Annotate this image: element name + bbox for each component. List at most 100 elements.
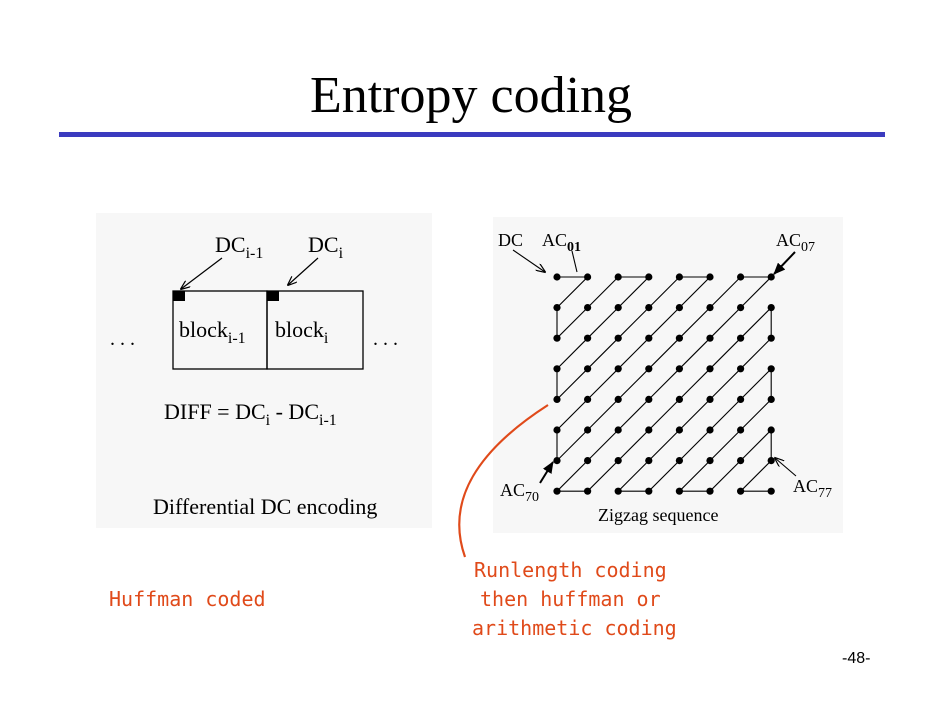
dc-prev-label: DCi-1 <box>215 232 263 262</box>
coefficient-dot <box>645 365 653 373</box>
coefficient-dot <box>645 304 653 312</box>
coefficient-dot <box>645 273 653 281</box>
coefficient-dot <box>645 395 653 403</box>
dc-arrow <box>512 249 545 272</box>
coefficient-dot <box>737 457 745 465</box>
runlength-note-line2: then huffman or <box>480 587 661 611</box>
ac01-label: AC01 <box>542 230 581 255</box>
title-divider <box>59 132 885 137</box>
coefficient-dot <box>706 487 714 495</box>
zigzag-scan-line <box>555 276 773 492</box>
coefficient-dot <box>767 273 775 281</box>
coefficient-dot <box>645 457 653 465</box>
ac07-label: AC07 <box>776 230 815 255</box>
coefficient-dot <box>584 334 592 342</box>
ellipsis-right: . . . <box>373 328 398 350</box>
coefficient-dot <box>706 304 714 312</box>
coefficient-dot <box>706 457 714 465</box>
dc-curr-arrow <box>288 257 319 285</box>
dc-prev-marker <box>173 291 185 301</box>
coefficient-dot <box>614 365 622 373</box>
coefficient-dot <box>675 365 684 373</box>
zigzag-path <box>555 276 773 492</box>
coefficient-dot <box>767 365 775 373</box>
ac01-pointer <box>571 250 578 273</box>
zigzag-coefficients <box>553 273 775 495</box>
coefficient-dot <box>614 273 622 281</box>
ac70-label: AC70 <box>500 480 539 505</box>
coefficient-dot <box>553 273 561 281</box>
coefficient-dot <box>706 273 714 281</box>
dc-curr-label: DCi <box>308 232 344 262</box>
runlength-note-line3: arithmetic coding <box>472 616 677 640</box>
coefficient-dot <box>584 273 592 281</box>
coefficient-dot <box>553 395 561 403</box>
ac07-arrow <box>773 251 796 275</box>
coefficient-dot <box>584 487 592 495</box>
coefficient-dot <box>553 487 561 495</box>
coefficient-dot <box>767 334 775 342</box>
coefficient-dot <box>737 365 745 373</box>
coefficient-dot <box>737 273 745 281</box>
ac77-label: AC77 <box>793 476 832 501</box>
coefficient-dot <box>767 395 775 403</box>
slide-title: Entropy coding <box>309 67 633 124</box>
ac70-arrow <box>539 461 554 484</box>
dc-curr-marker <box>267 291 279 301</box>
coefficient-dot <box>767 426 775 434</box>
coefficient-dot <box>767 487 775 495</box>
runlength-pointer-curve <box>458 404 549 558</box>
coefficient-dot <box>553 304 561 312</box>
coefficient-dot <box>584 365 592 373</box>
coefficient-dot <box>675 457 684 465</box>
coefficient-dot <box>675 426 684 434</box>
coefficient-dot <box>706 334 714 342</box>
coefficient-dot <box>614 395 622 403</box>
huffman-coded-note: Huffman coded <box>109 587 266 611</box>
coefficient-dot <box>645 426 653 434</box>
coefficient-dot <box>553 457 561 465</box>
coefficient-dot <box>675 304 684 312</box>
coefficient-dot <box>614 334 622 342</box>
dc-label: DC <box>498 230 523 250</box>
coefficient-dot <box>706 426 714 434</box>
zigzag-diagram: DC AC01 AC07 AC70 AC77 Zigzag sequence <box>498 230 832 525</box>
coefficient-dot <box>614 457 622 465</box>
runlength-note-line1: Runlength coding <box>474 558 667 582</box>
coefficient-dot <box>675 334 684 342</box>
coefficient-dot <box>584 304 592 312</box>
left-diagram-panel <box>96 213 432 528</box>
coefficient-dot <box>584 457 592 465</box>
coefficient-dot <box>706 365 714 373</box>
coefficient-dot <box>675 395 684 403</box>
coefficient-dot <box>645 487 653 495</box>
zigzag-caption: Zigzag sequence <box>598 505 718 525</box>
coefficient-dot <box>737 304 745 312</box>
block-prev-label: blocki-1 <box>179 317 246 347</box>
block-curr <box>266 290 364 370</box>
coefficient-dot <box>767 304 775 312</box>
coefficient-dot <box>767 457 775 465</box>
coefficient-dot <box>614 426 622 434</box>
coefficient-dot <box>553 334 561 342</box>
differential-caption: Differential DC encoding <box>153 494 377 519</box>
coefficient-dot <box>737 395 745 403</box>
coefficient-dot <box>675 273 684 281</box>
page-number: -48- <box>842 650 871 667</box>
coefficient-dot <box>675 487 684 495</box>
coefficient-dot <box>706 395 714 403</box>
coefficient-dot <box>737 334 745 342</box>
differential-dc-diagram: DCi-1 DCi blocki-1 blocki . . . . . . DI… <box>110 232 398 519</box>
coefficient-dot <box>553 365 561 373</box>
dc-prev-arrow <box>181 257 223 289</box>
coefficient-dot <box>584 426 592 434</box>
block-curr-label: blocki <box>275 317 329 347</box>
coefficient-dot <box>553 426 561 434</box>
coefficient-dot <box>737 426 745 434</box>
coefficient-dot <box>737 487 745 495</box>
ac77-arrow <box>775 458 797 477</box>
diff-formula: DIFF = DCi - DCi-1 <box>164 399 337 429</box>
ellipsis-left: . . . <box>110 328 135 350</box>
coefficient-dot <box>584 395 592 403</box>
